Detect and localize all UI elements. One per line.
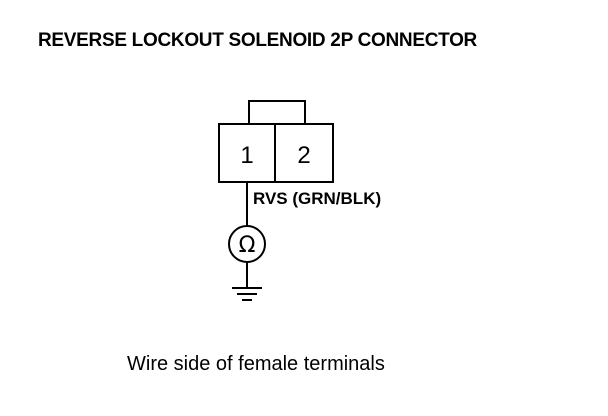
wire-color-label: RVS (GRN/BLK) bbox=[253, 189, 381, 208]
diagram-title: REVERSE LOCKOUT SOLENOID 2P CONNECTOR bbox=[38, 30, 477, 51]
ground-icon bbox=[232, 287, 262, 301]
pin-1-label: 1 bbox=[240, 142, 253, 169]
pin-2-label: 2 bbox=[297, 142, 310, 169]
ohmmeter-icon: Ω bbox=[228, 225, 266, 263]
diagram-caption: Wire side of female terminals bbox=[127, 353, 385, 375]
connector-latch bbox=[248, 100, 306, 125]
ohm-symbol: Ω bbox=[239, 233, 256, 258]
